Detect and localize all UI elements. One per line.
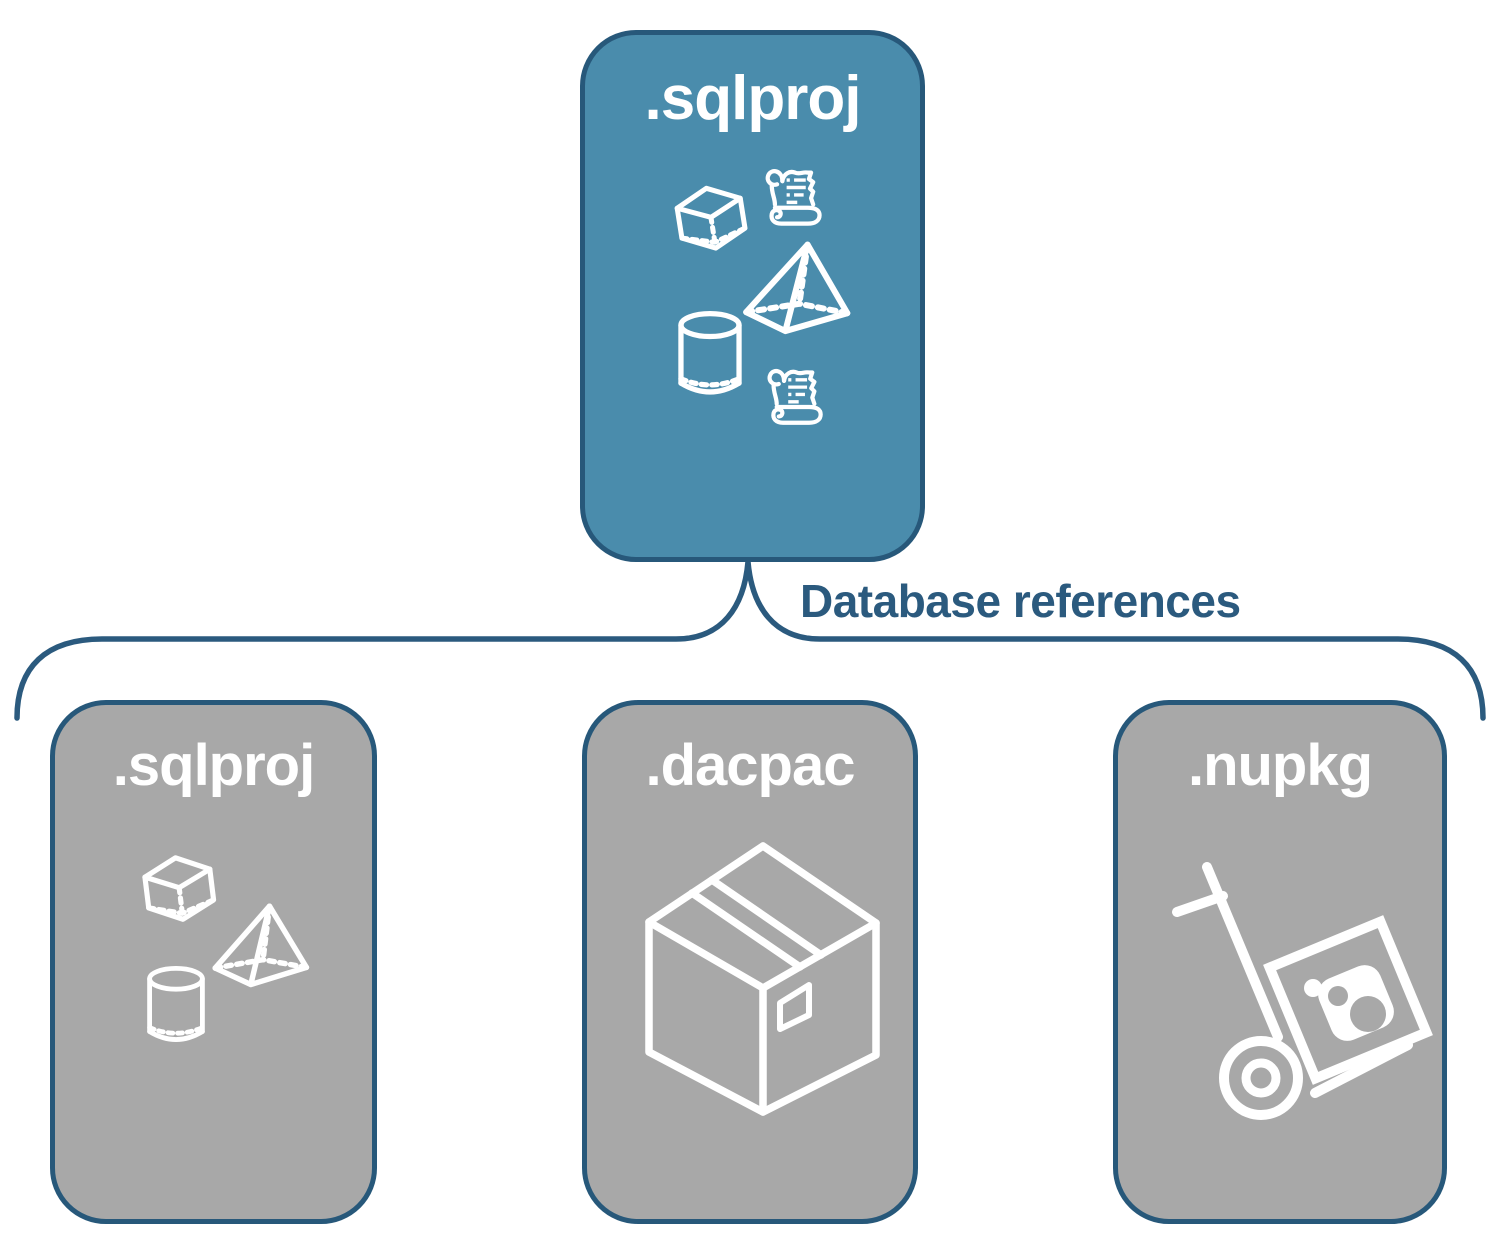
- node-child-dacpac: .dacpac: [582, 700, 918, 1224]
- script-scroll-icon: [762, 362, 827, 429]
- node-child-dacpac-label: .dacpac: [645, 733, 856, 798]
- node-child-nupkg: .nupkg: [1113, 700, 1447, 1224]
- hand-truck-handle: [1202, 862, 1283, 1042]
- node-child-sqlproj: .sqlproj: [50, 700, 377, 1224]
- hand-truck-grip: [1172, 891, 1228, 917]
- hand-truck-ledge: [1310, 1040, 1413, 1098]
- hand-truck-wheel: [1219, 1036, 1303, 1120]
- cylinder-icon: [675, 311, 745, 399]
- pyramid-icon: [739, 235, 858, 340]
- cylinder-icon: [143, 966, 209, 1046]
- brace-connector: [14, 561, 1486, 721]
- node-root-sqlproj: .sqlproj: [580, 30, 925, 562]
- edge-label: Database references: [800, 575, 1241, 627]
- pyramid-icon: [209, 898, 315, 991]
- node-root-label: .sqlproj: [644, 64, 862, 133]
- hand-truck-package-icon: [1172, 862, 1433, 1120]
- node-child-nupkg-label: .nupkg: [1187, 733, 1373, 798]
- node-child-sqlproj-label: .sqlproj: [112, 733, 315, 798]
- nuget-package-outline: [1263, 915, 1433, 1085]
- script-scroll-icon: [761, 162, 825, 230]
- package-box-icon: [645, 842, 880, 1116]
